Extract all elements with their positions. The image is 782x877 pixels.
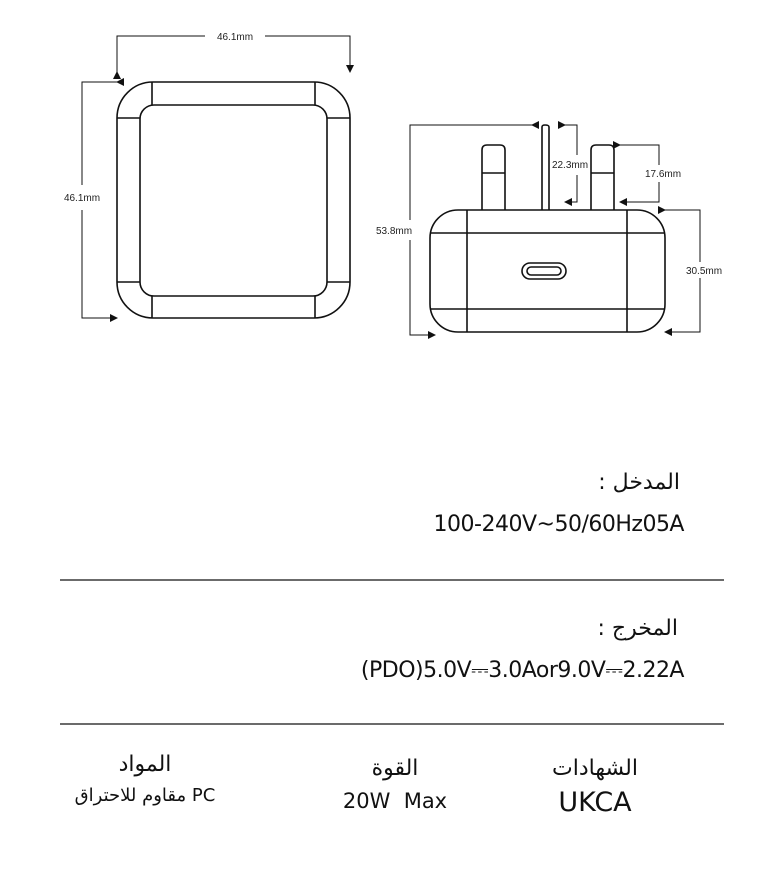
input-label: المدخل : (598, 470, 680, 495)
output-value: (PDO)5.0V⎓3.0Aor9.0V⎓2.22A (360, 658, 685, 683)
power-label: القوة (371, 756, 419, 781)
certifications-block: الشهادات UKCA (510, 756, 680, 818)
input-value: 100-240V~50/60Hz05A (433, 512, 685, 537)
power-value: 20W Max (342, 789, 448, 813)
material-label: المواد (118, 752, 172, 777)
dim-total-height: 53.8mm (376, 226, 412, 237)
certifications-label: الشهادات (552, 756, 638, 781)
usb-c-port (521, 262, 567, 280)
certifications-value: UKCA (558, 787, 632, 818)
material-value: PC مقاوم للاحتراق (74, 785, 216, 806)
divider (60, 579, 724, 581)
dim-earth-pin: 22.3mm (552, 160, 588, 171)
dim-left-height: 46.1mm (64, 193, 100, 204)
dim-body-height: 30.5mm (686, 266, 722, 277)
material-block: المواد PC مقاوم للاحتراق (45, 752, 245, 806)
divider (60, 723, 724, 725)
output-label: المخرج : (597, 616, 678, 641)
power-block: القوة 20W Max (310, 756, 480, 813)
dim-top-width: 46.1mm (217, 32, 253, 43)
charger-side-view (429, 124, 666, 333)
charger-front-view (116, 81, 351, 319)
dim-pin-length: 17.6mm (645, 169, 681, 180)
